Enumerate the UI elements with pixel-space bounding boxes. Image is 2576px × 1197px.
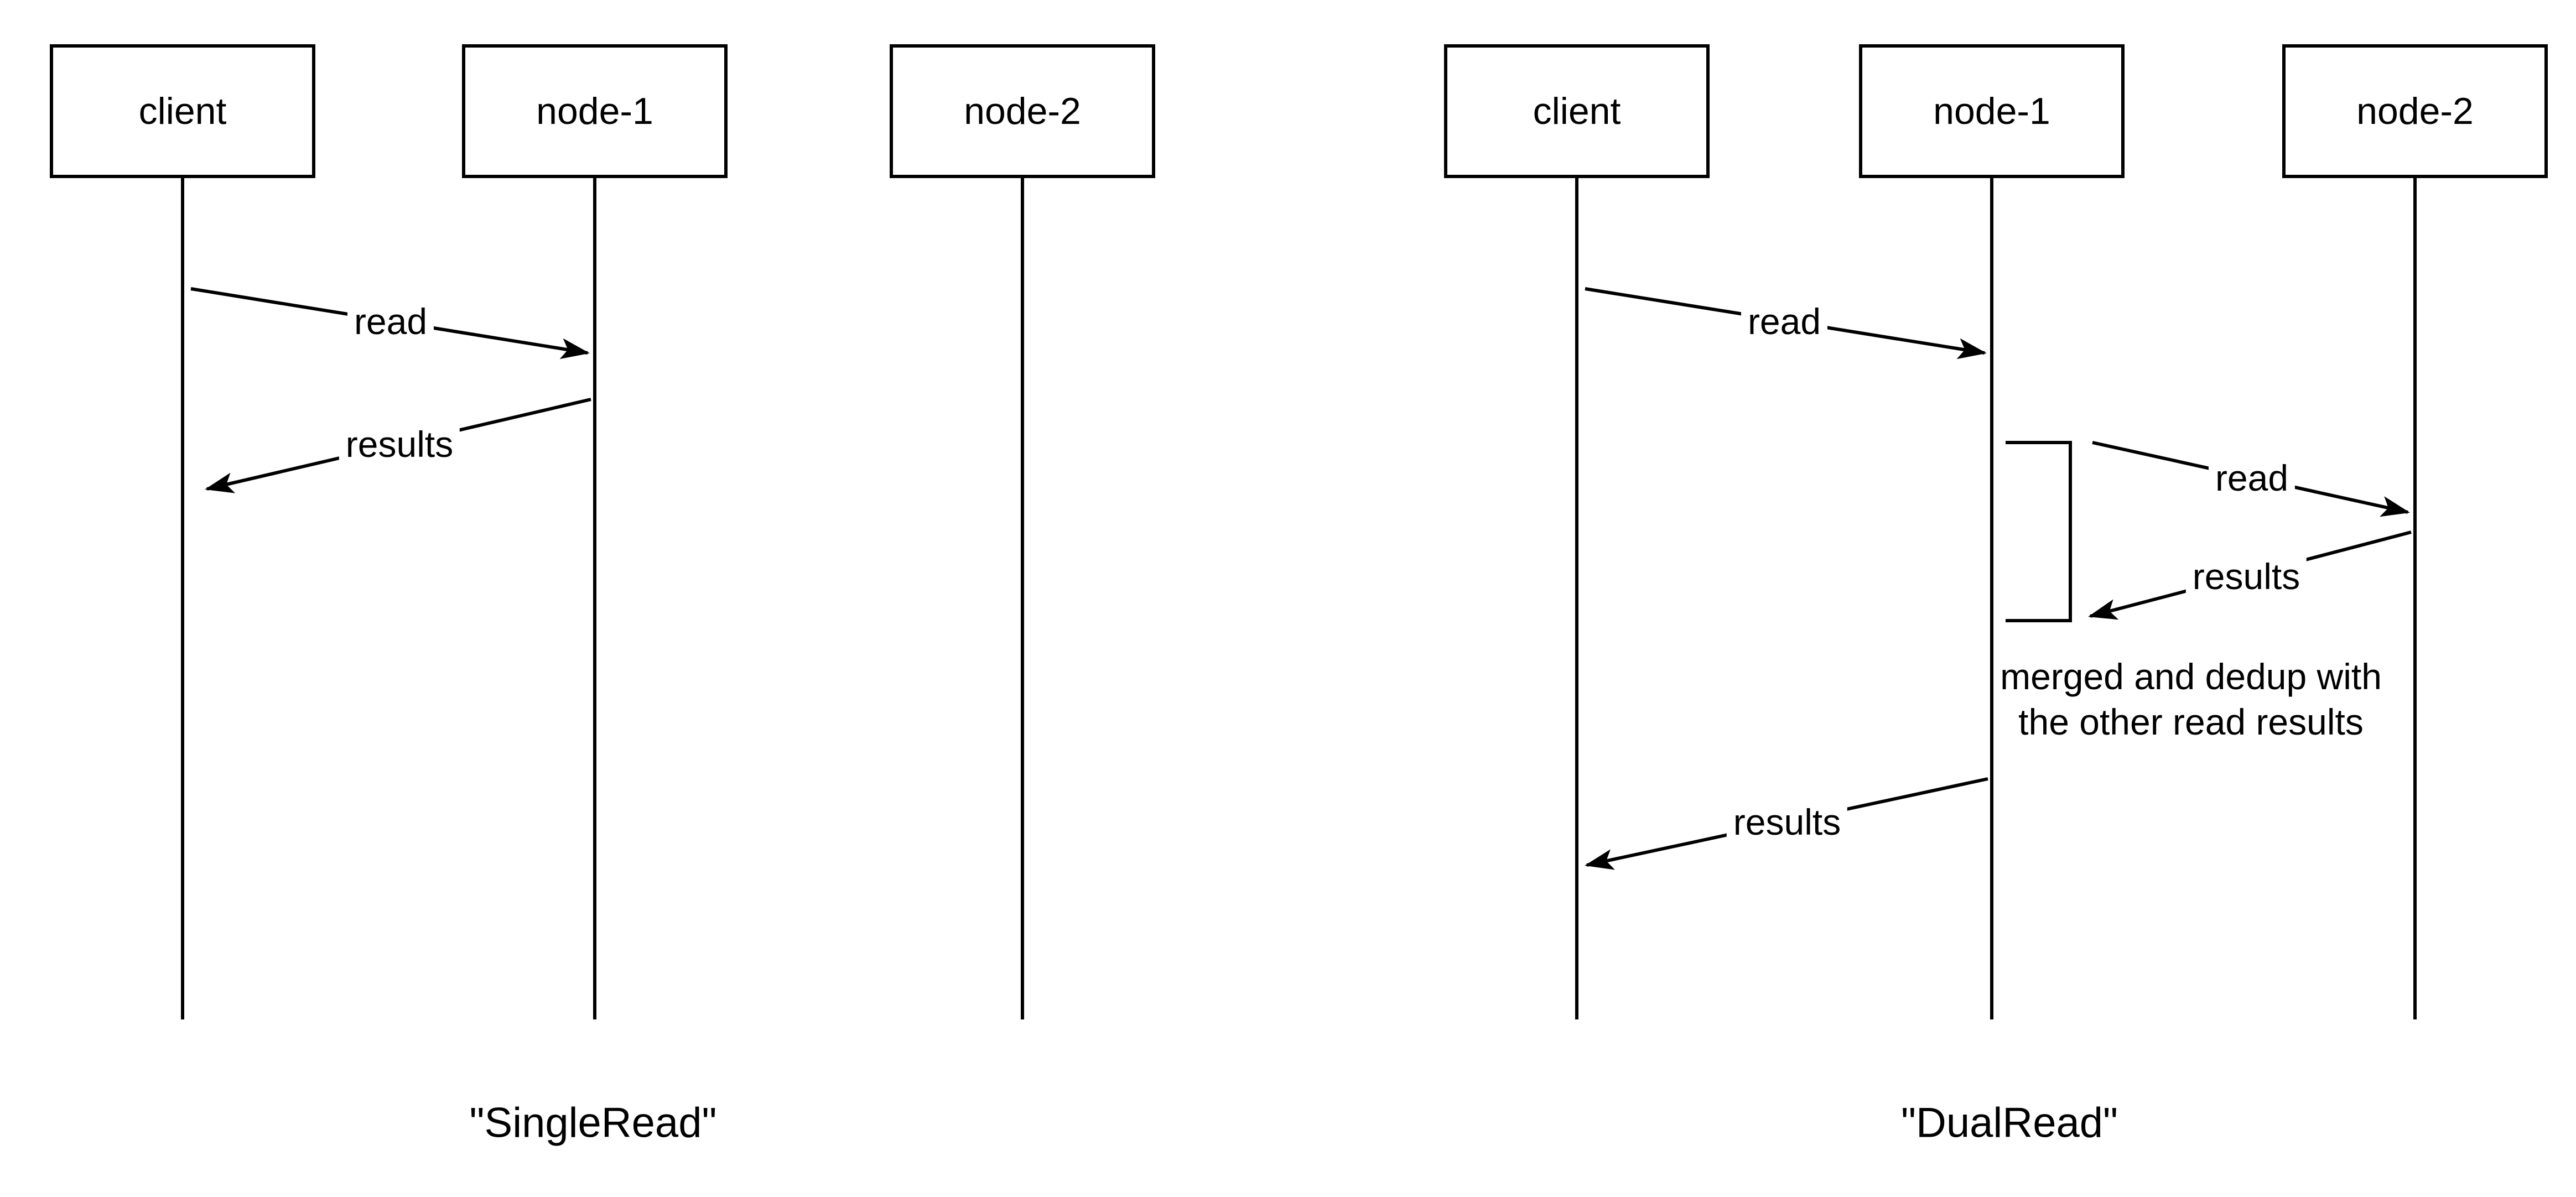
message-label-read: read <box>2208 455 2295 501</box>
actor-box-node-1: node-1 <box>462 44 728 178</box>
actor-label: node-1 <box>1933 90 2050 132</box>
actor-box-client: client <box>50 44 315 178</box>
actor-box-client: client <box>1444 44 1710 178</box>
activation-bracket <box>2006 441 2072 622</box>
actor-box-node-2: node-2 <box>2282 44 2548 178</box>
message-label-read: read <box>347 298 434 345</box>
actor-label: node-2 <box>2356 90 2474 132</box>
actor-box-node-1: node-1 <box>1859 44 2125 178</box>
actor-label: node-2 <box>964 90 1081 132</box>
diagram-caption-single-read: "SingleRead" <box>469 1099 717 1147</box>
note-merged-dedup: merged and dedup with the other read res… <box>2000 654 2382 745</box>
note-line: the other read results <box>2018 701 2364 742</box>
actor-box-node-2: node-2 <box>890 44 1155 178</box>
actor-label: client <box>138 90 227 132</box>
diagram-caption-dual-read: "DualRead" <box>1901 1099 2118 1147</box>
message-label-results: results <box>2185 553 2307 600</box>
message-label-read: read <box>1741 298 1828 345</box>
message-label-results: results <box>339 421 460 467</box>
actor-label: client <box>1533 90 1621 132</box>
message-label-results: results <box>1726 799 1848 845</box>
actor-label: node-1 <box>536 90 653 132</box>
note-line: merged and dedup with <box>2000 656 2382 697</box>
